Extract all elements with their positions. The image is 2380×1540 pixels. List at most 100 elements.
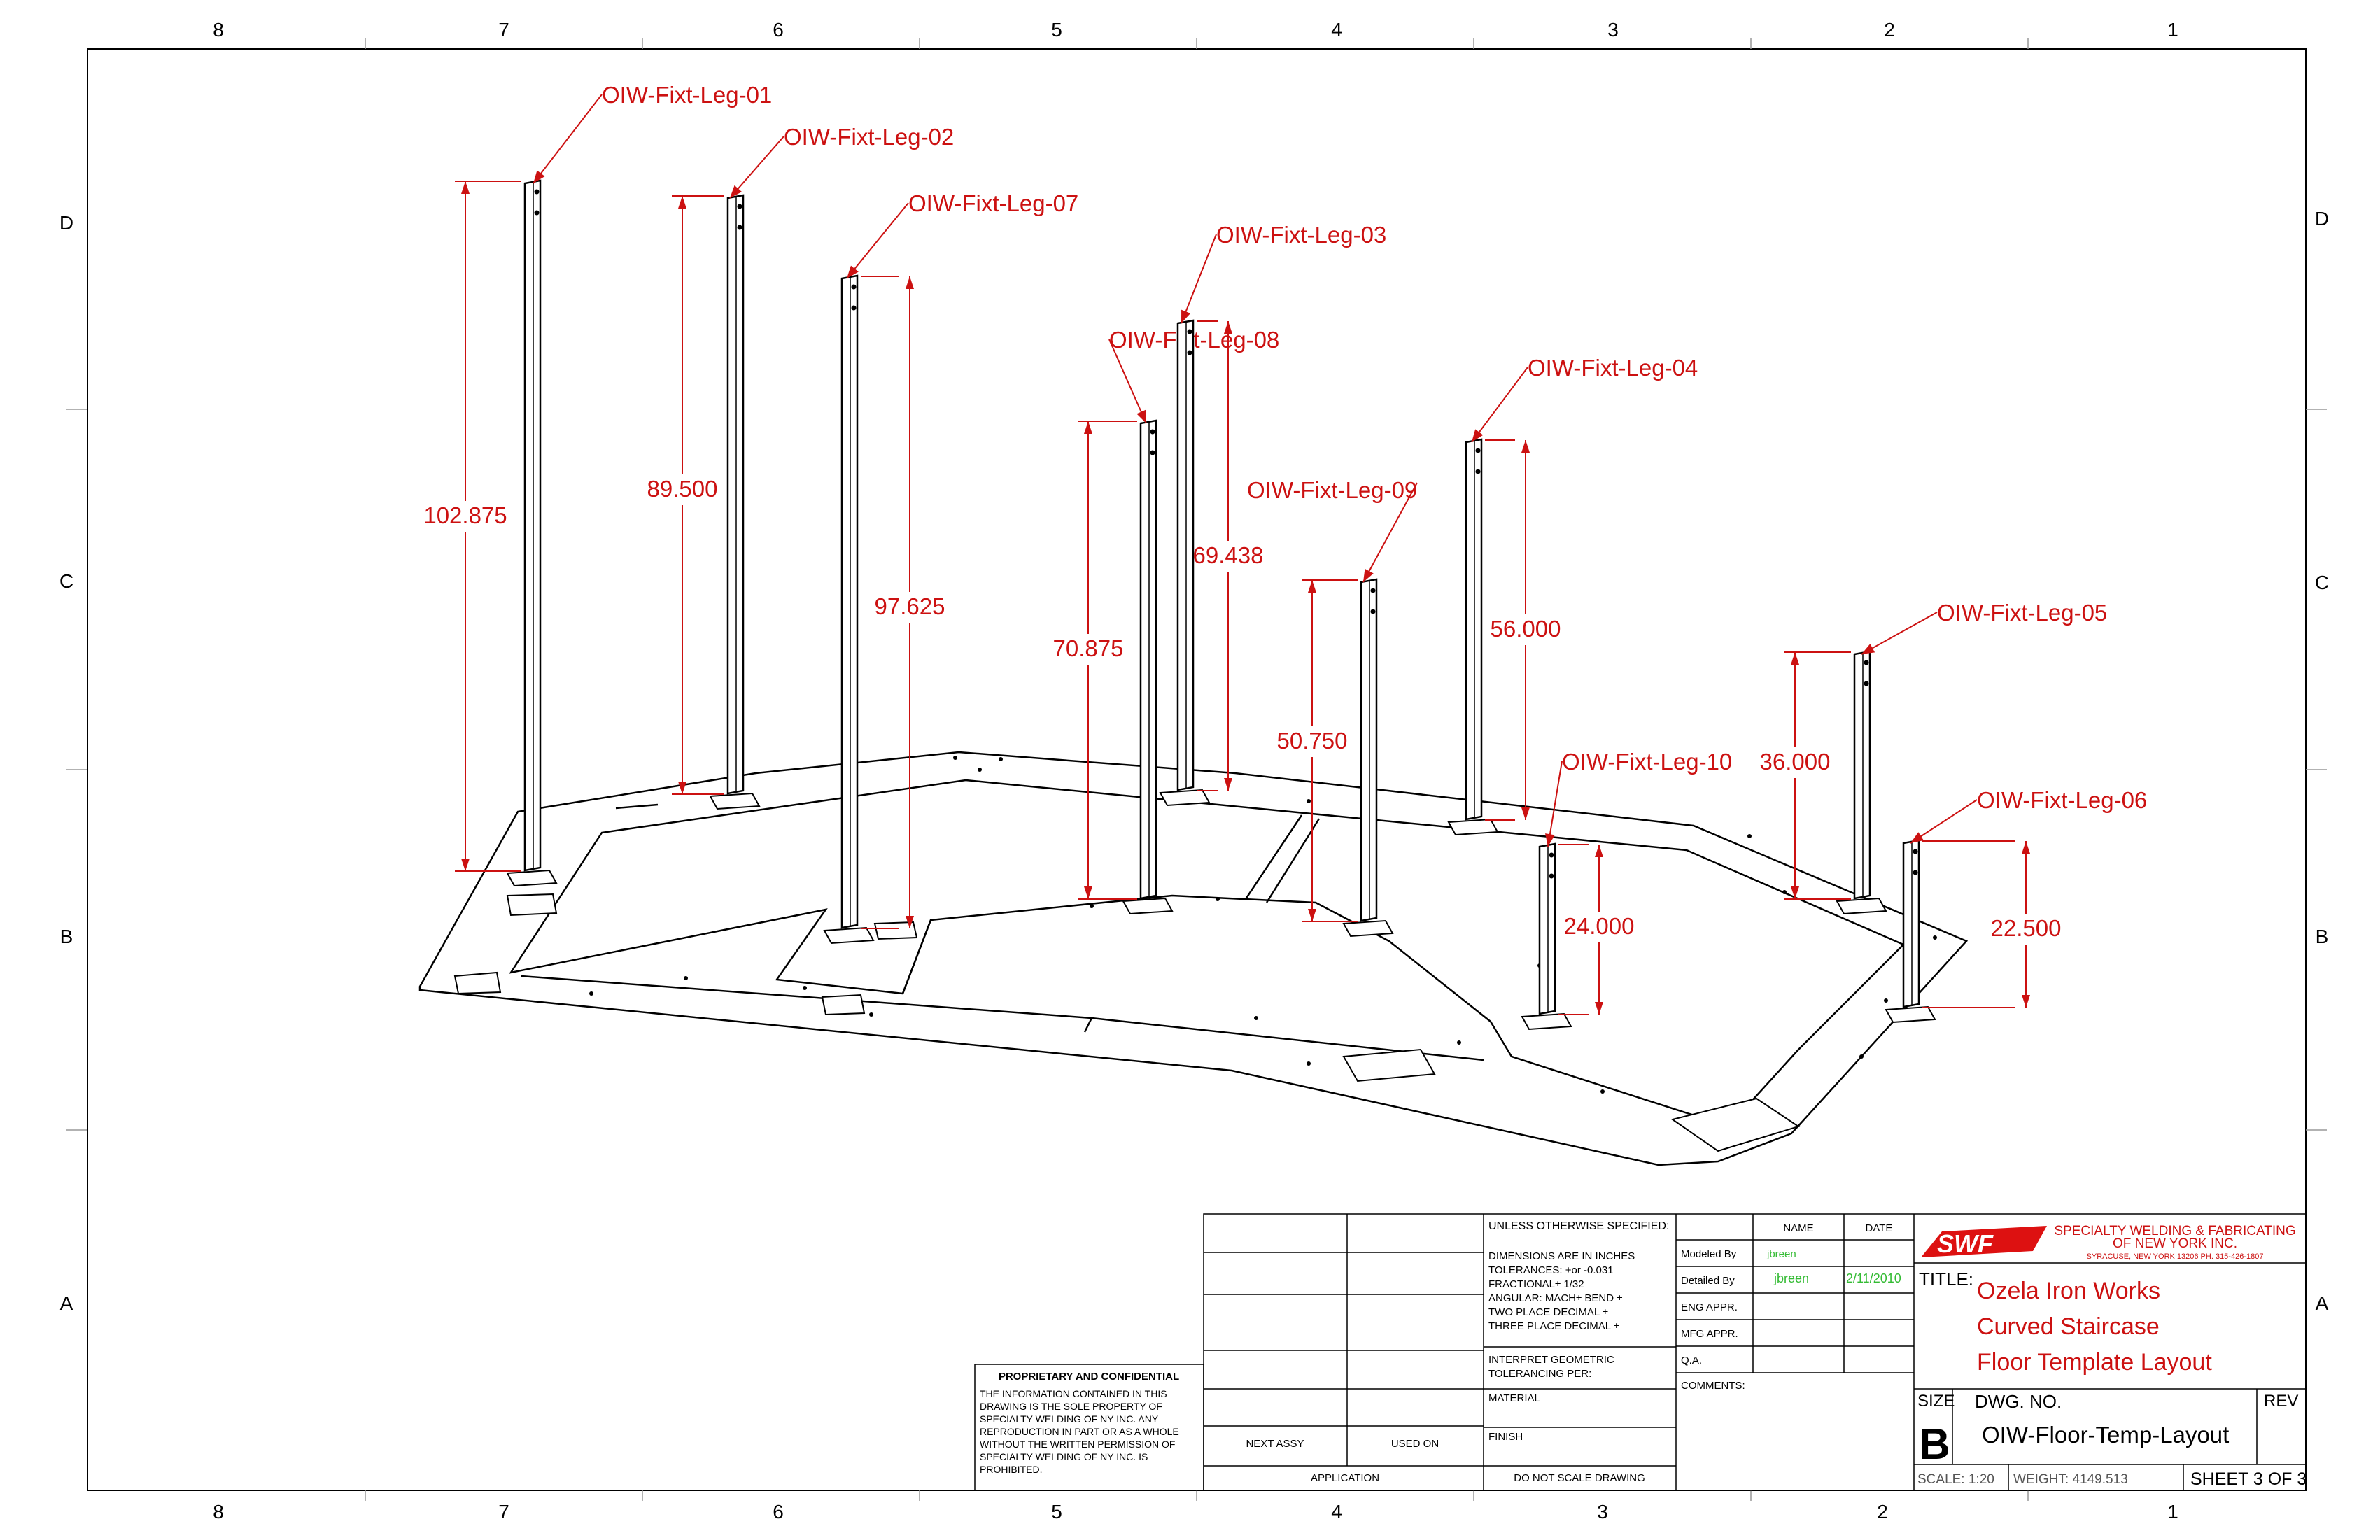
zone-right: B (2316, 926, 2329, 947)
callout-label: OIW-Fixt-Leg-03 (1216, 222, 1386, 248)
zone-ticks (66, 38, 2327, 1501)
bolt-hole (953, 756, 957, 760)
unless-specified-label: UNLESS OTHERWISE SPECIFIED: (1488, 1220, 1669, 1232)
zone-bottom: 6 (773, 1501, 784, 1523)
callout-arrow (533, 170, 545, 183)
leg-bolt-hole (737, 225, 742, 230)
callout-label: OIW-Fixt-Leg-04 (1528, 355, 1698, 381)
dimension-arrow (906, 276, 914, 289)
title-block-grid (1203, 1213, 2307, 1491)
proprietary-heading: PROPRIETARY AND CONFIDENTIAL (999, 1371, 1179, 1383)
rev-label: REV (2264, 1392, 2298, 1411)
zone-bottom: 8 (213, 1501, 224, 1523)
used-on-label: USED ON (1391, 1438, 1439, 1450)
fixture-leg: 56.000 OIW-Fixt-Leg-04 (1447, 355, 1698, 836)
callout-leader (729, 136, 784, 199)
zone-top: 6 (773, 19, 784, 41)
leg-bolt-hole (1864, 681, 1869, 686)
bolt-hole (978, 768, 982, 772)
leg-bolt-hole (1913, 870, 1918, 875)
company-name-line2: OF NEW YORK INC. (2113, 1236, 2237, 1251)
floor-template (418, 751, 1969, 1166)
callout-label: OIW-Fixt-Leg-10 (1562, 749, 1732, 775)
next-assy-label: NEXT ASSY (1246, 1438, 1304, 1450)
zone-left: D (59, 212, 73, 234)
leg-base-plate (1885, 1005, 1936, 1024)
material-label: MATERIAL (1488, 1392, 1540, 1404)
signoff-label: ENG APPR. (1681, 1301, 1738, 1313)
zone-left: C (59, 570, 73, 592)
bolt-hole (999, 757, 1003, 761)
leg-dimension (1197, 320, 1232, 791)
zone-bottom: 2 (1877, 1501, 1888, 1523)
bolt-holes (589, 756, 1937, 1094)
callout-leader (1910, 799, 1978, 844)
sheet-number: SHEET 3 OF 3 (2190, 1469, 2307, 1489)
proprietary-line: SPECIALTY WELDING OF NY INC. IS (980, 1451, 1148, 1462)
bolt-hole (1859, 1054, 1864, 1059)
leg-base-plate (1342, 919, 1394, 938)
application-label: APPLICATION (1311, 1472, 1379, 1484)
bolt-hole (1307, 799, 1311, 803)
zone-top: 4 (1331, 19, 1342, 41)
signoff-label: MFG APPR. (1681, 1328, 1738, 1340)
proprietary-line: WITHOUT THE WRITTEN PERMISSION OF (980, 1439, 1175, 1450)
cross-member (615, 803, 659, 810)
zone-bottom: 5 (1051, 1501, 1062, 1523)
leg-dimension (1784, 651, 1851, 900)
spec-line: FRACTIONAL± 1/32 (1488, 1278, 1584, 1290)
leg-bolt-hole (1475, 469, 1481, 474)
dimension-value: 50.750 (1277, 728, 1348, 754)
dimension-arrow (678, 782, 686, 794)
leg-post (523, 179, 542, 872)
dimension-value: 70.875 (1053, 635, 1124, 661)
leg-post (1139, 419, 1157, 900)
cross-member (1265, 818, 1321, 903)
leg-base-plate (709, 792, 761, 810)
leg-bolt-hole (1549, 852, 1554, 858)
zone-top: 2 (1884, 19, 1895, 41)
callout-arrow (847, 265, 859, 278)
proprietary-line: DRAWING IS THE SOLE PROPERTY OF (980, 1401, 1162, 1412)
base-plate (453, 971, 502, 995)
bolt-hole (1457, 1040, 1461, 1045)
dimension-arrow (1224, 321, 1232, 334)
dimension-arrow (461, 859, 470, 871)
callout-label: OIW-Fixt-Leg-09 (1247, 477, 1417, 503)
proprietary-line: REPRODUCTION IN PART OR AS A WHOLE (980, 1426, 1179, 1437)
spec-line: TOLERANCES: +or -0.031 (1488, 1264, 1614, 1276)
callout-arrow (1861, 644, 1875, 654)
zone-bottom: 4 (1331, 1501, 1342, 1523)
bolt-hole (869, 1012, 873, 1017)
dimension-value: 56.000 (1491, 616, 1561, 642)
fixture-legs: 102.875OIW-Fixt-Leg-0189.500OIW-Fixt-Leg… (423, 82, 2147, 1031)
callout-leader (1362, 482, 1418, 583)
bolt-hole (1307, 1061, 1311, 1066)
leg-post (1538, 842, 1556, 1015)
dimension-arrow (1521, 440, 1530, 453)
interpret-line: TOLERANCING PER: (1488, 1368, 1591, 1380)
leg-base-plate (1836, 897, 1887, 915)
base-plate (1342, 1048, 1436, 1082)
bolt-hole (1884, 998, 1888, 1003)
zone-top: 8 (213, 19, 224, 41)
callout-arrow (1363, 568, 1374, 582)
bolt-hole (589, 991, 593, 996)
leg-bolt-hole (1370, 609, 1376, 614)
dimension-arrow (1084, 886, 1092, 899)
dimension-value: 97.625 (875, 593, 945, 619)
comments-label: COMMENTS: (1681, 1380, 1745, 1392)
bolt-hole (684, 976, 688, 980)
leg-base-plate (1159, 789, 1211, 807)
leg-bolt-hole (1187, 350, 1192, 355)
dimension-arrow (1308, 580, 1316, 593)
callout-leader (1181, 234, 1217, 324)
leg-dimension (1078, 421, 1137, 900)
dimension-arrow (1084, 421, 1092, 434)
